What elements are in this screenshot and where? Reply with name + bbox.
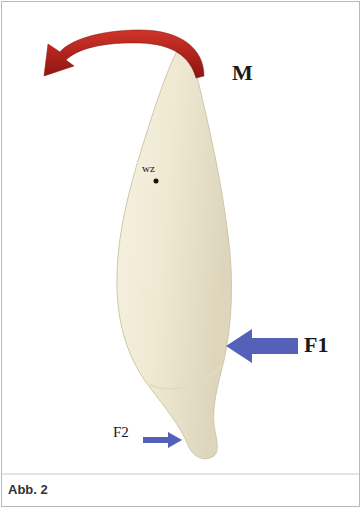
force-label: F2 — [113, 425, 129, 440]
force-arrow — [143, 432, 182, 448]
point-label: wz — [142, 163, 155, 174]
center-point — [154, 179, 159, 184]
tooth — [117, 44, 232, 459]
tooth-shade-line — [150, 365, 222, 389]
moment-label: M — [232, 62, 253, 84]
force-label: F1 — [304, 334, 328, 356]
force-arrow — [226, 329, 298, 363]
moment-arrow — [44, 30, 204, 78]
caption-rule — [2, 474, 359, 475]
figure-caption: Abb. 2 — [8, 483, 48, 496]
